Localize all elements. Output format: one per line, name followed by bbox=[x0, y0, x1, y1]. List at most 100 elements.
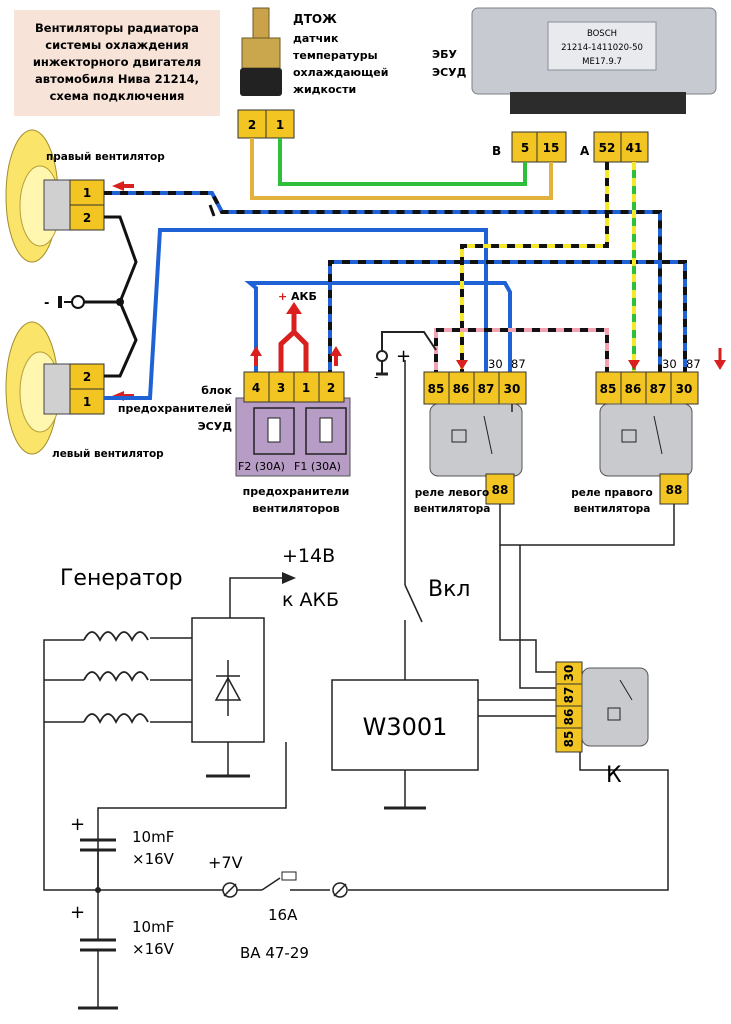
left-fan: 2 1 левый вентилятор bbox=[5, 321, 164, 460]
svg-text:+: + bbox=[396, 346, 411, 367]
thermostat-controller: W3001 bbox=[331, 679, 479, 771]
ecu-part: 21214-1411020-50 bbox=[561, 43, 643, 53]
wire-orange bbox=[250, 138, 553, 200]
right-fan-relay: 85 86 87 30 88 30 87 реле правого вентил… bbox=[571, 357, 700, 515]
fuse-block-label-2: предохранителей bbox=[118, 402, 232, 415]
ecu-pin-5: 5 bbox=[521, 141, 529, 155]
right-relay-label-1: реле правого bbox=[571, 487, 653, 499]
ecu-label-plate bbox=[547, 21, 657, 71]
fuse-pin-3: 3 bbox=[277, 381, 285, 395]
fuse-pin-4: 4 bbox=[252, 381, 260, 395]
ecu-connector-a-label: A bbox=[580, 144, 590, 158]
breaker-model: ВА 47-29 bbox=[240, 944, 309, 962]
ground-terminal-icon bbox=[71, 295, 85, 309]
right-relay-pin-86: 86 bbox=[625, 382, 642, 396]
fuse-pin-1: 1 bbox=[302, 381, 310, 395]
left-relay-pin-85: 85 bbox=[428, 382, 445, 396]
left-relay-label-1: реле левого bbox=[415, 487, 489, 499]
arrow-up-icon bbox=[286, 302, 302, 314]
breaker-switch-icon bbox=[281, 871, 297, 881]
sensor-body-icon bbox=[241, 37, 281, 69]
c1-voltage: ×16V bbox=[132, 850, 175, 868]
generator-title: Генератор bbox=[60, 566, 183, 591]
fuse-block-label-1: блок bbox=[201, 384, 232, 397]
switch-label: Вкл bbox=[428, 577, 470, 602]
c2-value: 10mF bbox=[132, 918, 174, 936]
left-fan-label: левый вентилятор bbox=[52, 448, 164, 460]
relay-k-pin-30: 30 bbox=[562, 665, 576, 682]
c2-voltage: ×16V bbox=[132, 940, 175, 958]
capacitors: + 10mF ×16V + 10mF ×16V bbox=[70, 814, 175, 958]
ecu-label-1: ЭБУ bbox=[432, 48, 457, 61]
ecu-connector-b-label: B bbox=[492, 144, 501, 158]
left-relay-pin-86: 86 bbox=[453, 382, 470, 396]
ecu-connector-b bbox=[511, 131, 567, 163]
left-relay-connector bbox=[423, 371, 527, 405]
left-relay-pin-88: 88 bbox=[492, 483, 509, 497]
fuse-f2-label: F2 (30A) bbox=[238, 460, 285, 473]
sensor-line-2: температуры bbox=[293, 49, 378, 62]
right-relay-connector bbox=[595, 371, 699, 405]
coil-icon bbox=[83, 713, 149, 725]
coil-icon bbox=[83, 671, 149, 683]
left-relay-pin-30: 30 bbox=[504, 382, 521, 396]
arrow-right-icon bbox=[282, 572, 296, 584]
left-fan-pin-2: 2 bbox=[83, 370, 91, 384]
coolant-sensor: 2 1 ДТОЖ датчик температуры охлаждающей … bbox=[237, 7, 388, 139]
relay-k: 30 87 86 85 К bbox=[555, 661, 649, 788]
c2-plus: + bbox=[70, 902, 85, 923]
right-fan-pin-2: 2 bbox=[83, 211, 91, 225]
right-relay-pin-88: 88 bbox=[666, 483, 683, 497]
right-relay-top-30: 30 bbox=[662, 357, 677, 371]
fuse-f1-icon bbox=[305, 407, 347, 455]
svg-text:-: - bbox=[374, 370, 378, 384]
title-line-5: схема подключения bbox=[50, 89, 185, 103]
left-fan-pin-1: 1 bbox=[83, 395, 91, 409]
control-wires bbox=[43, 360, 675, 1008]
generator-voltage: +14В bbox=[282, 545, 335, 567]
ecu-model: ME17.9.7 bbox=[582, 57, 622, 67]
title-line-3: инжекторного двигателя bbox=[33, 55, 201, 69]
right-relay-top-87: 87 bbox=[686, 357, 701, 371]
generator: Генератор +14В к АКБ bbox=[60, 545, 339, 743]
relay-k-connector bbox=[555, 661, 583, 753]
sensor-line-3: охлаждающей bbox=[293, 66, 388, 79]
right-relay-pin-30: 30 bbox=[676, 382, 693, 396]
sensor-pin-1: 1 bbox=[276, 118, 284, 132]
title-box-bg bbox=[14, 10, 220, 116]
right-fan-pin-1: 1 bbox=[83, 186, 91, 200]
breaker-voltage: +7V bbox=[208, 853, 243, 872]
arrow-icon bbox=[112, 181, 124, 191]
title-line-4: автомобиля Нива 21214, bbox=[35, 72, 199, 86]
arrow-icon bbox=[714, 360, 726, 370]
ecu-pin-15: 15 bbox=[543, 141, 560, 155]
fan-wires bbox=[104, 162, 687, 400]
relay-k-pin-86: 86 bbox=[562, 709, 576, 726]
right-relay-pin-87: 87 bbox=[650, 382, 667, 396]
right-relay-pin-85: 85 bbox=[600, 382, 617, 396]
controller-label: W3001 bbox=[363, 713, 448, 741]
left-relay-label-2: вентилятора bbox=[414, 503, 491, 515]
sensor-ecu-wires bbox=[250, 138, 553, 200]
relay-k-pin-87: 87 bbox=[562, 687, 576, 704]
relay-body-icon bbox=[599, 403, 693, 477]
sensor-line-1: датчик bbox=[293, 32, 339, 45]
fuse-caption-1: предохранители bbox=[243, 485, 350, 498]
ecu-pin-52: 52 bbox=[599, 141, 616, 155]
relay-body-icon bbox=[429, 403, 523, 477]
svg-text:-: - bbox=[44, 296, 49, 311]
right-relay-label-2: вентилятора bbox=[574, 503, 651, 515]
fuse-pin-2: 2 bbox=[327, 381, 335, 395]
relay-body-icon bbox=[581, 667, 649, 747]
sensor-tip-icon bbox=[252, 7, 270, 39]
battery-label: + АКБ bbox=[278, 290, 317, 303]
fuse-block-label-3: ЭСУД bbox=[198, 420, 233, 433]
title-box: Вентиляторы радиатора системы охлаждения… bbox=[14, 10, 220, 116]
arrow-icon bbox=[456, 360, 468, 370]
arrow-up-icon bbox=[250, 346, 262, 356]
ecu-connector-block-icon bbox=[510, 92, 686, 114]
left-relay-pin-88-box bbox=[485, 473, 515, 505]
breaker-current: 16A bbox=[268, 906, 298, 924]
circuit-breaker: +7V 16A ВА 47-29 bbox=[208, 853, 348, 962]
